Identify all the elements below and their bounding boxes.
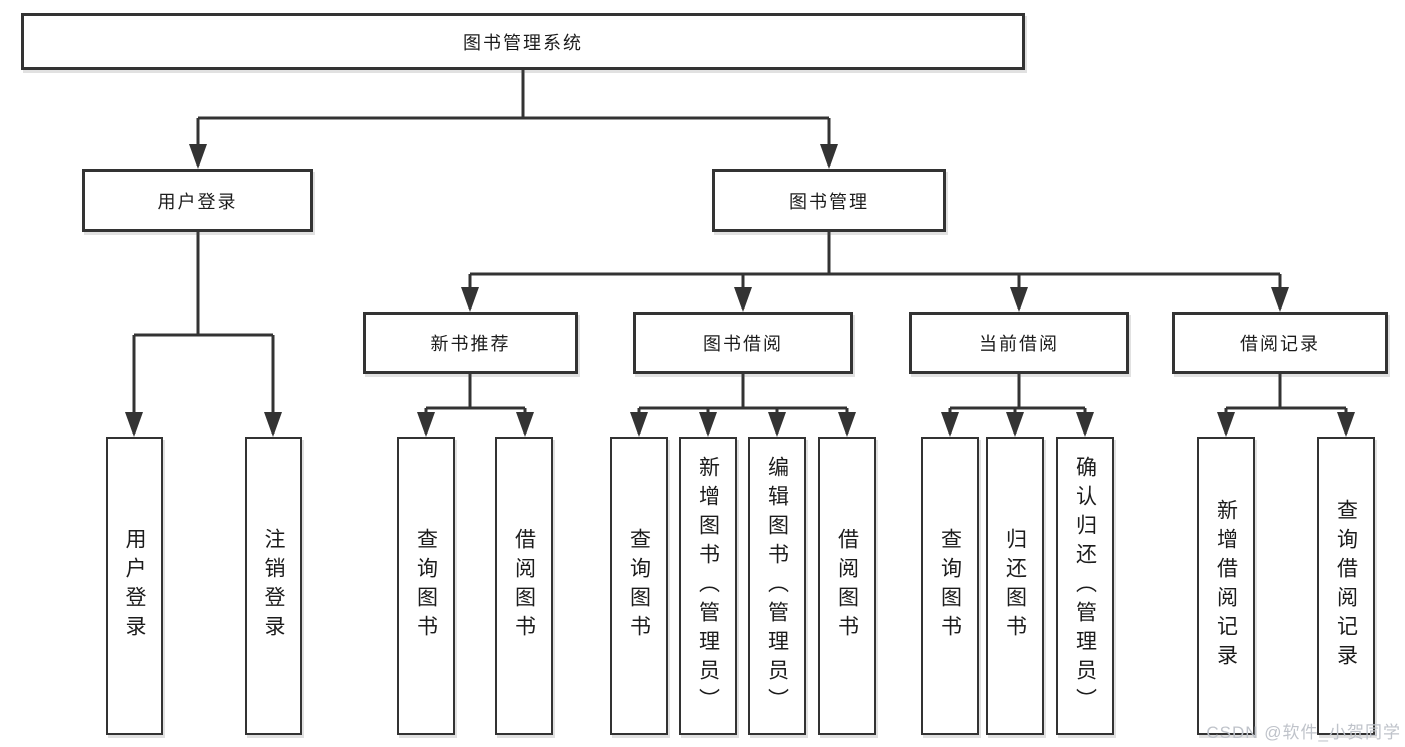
node-label: 图书借阅 [703,334,783,354]
node-label: 用户登录 [157,191,238,212]
node-label: 查询图书 [414,528,438,644]
node-label: 注销登录 [262,528,285,644]
leaf-borrow-books: 借阅图书 [818,437,876,735]
node-label: 新增图书（管理员） [696,455,720,717]
node-label: 借阅图书 [835,528,859,644]
leaf-query-borrow-record: 查询借阅记录 [1317,437,1375,735]
node-label: 归还图书 [1003,528,1027,644]
node-system-root: 图书管理系统 [21,13,1025,70]
node-label: 查询借阅记录 [1334,499,1358,673]
leaf-query-books-current: 查询图书 [921,437,979,735]
leaf-user-login: 用户登录 [106,437,163,735]
node-book-borrow: 图书借阅 [633,312,853,374]
node-current-borrow: 当前借阅 [909,312,1129,374]
node-user-login: 用户登录 [82,169,313,232]
node-label: 确认归还（管理员） [1073,455,1097,717]
leaf-add-book-admin: 新增图书（管理员） [679,437,737,735]
node-label: 新书推荐 [430,334,511,354]
node-borrow-records: 借阅记录 [1172,312,1388,374]
node-label: 用户登录 [123,528,146,644]
node-label: 图书管理系统 [463,32,583,53]
node-label: 借阅图书 [512,528,536,644]
node-new-book-recommend: 新书推荐 [363,312,578,374]
leaf-query-books-borrow: 查询图书 [610,437,668,735]
csdn-watermark: CSDN @软件_小贺同学 [1206,723,1401,742]
leaf-return-books: 归还图书 [986,437,1044,735]
node-label: 查询图书 [938,528,962,644]
node-book-management: 图书管理 [712,169,946,232]
node-label: 查询图书 [627,528,651,644]
leaf-edit-book-admin: 编辑图书（管理员） [748,437,806,735]
node-label: 新增借阅记录 [1214,499,1238,673]
leaf-logout: 注销登录 [245,437,302,735]
leaf-query-books-recommend: 查询图书 [397,437,455,735]
leaf-confirm-return-admin: 确认归还（管理员） [1056,437,1114,735]
leaf-add-borrow-record: 新增借阅记录 [1197,437,1255,735]
node-label: 借阅记录 [1240,334,1320,354]
node-label: 当前借阅 [979,334,1059,354]
node-label: 图书管理 [789,191,869,212]
leaf-borrow-books-recommend: 借阅图书 [495,437,553,735]
node-label: 编辑图书（管理员） [765,455,789,717]
